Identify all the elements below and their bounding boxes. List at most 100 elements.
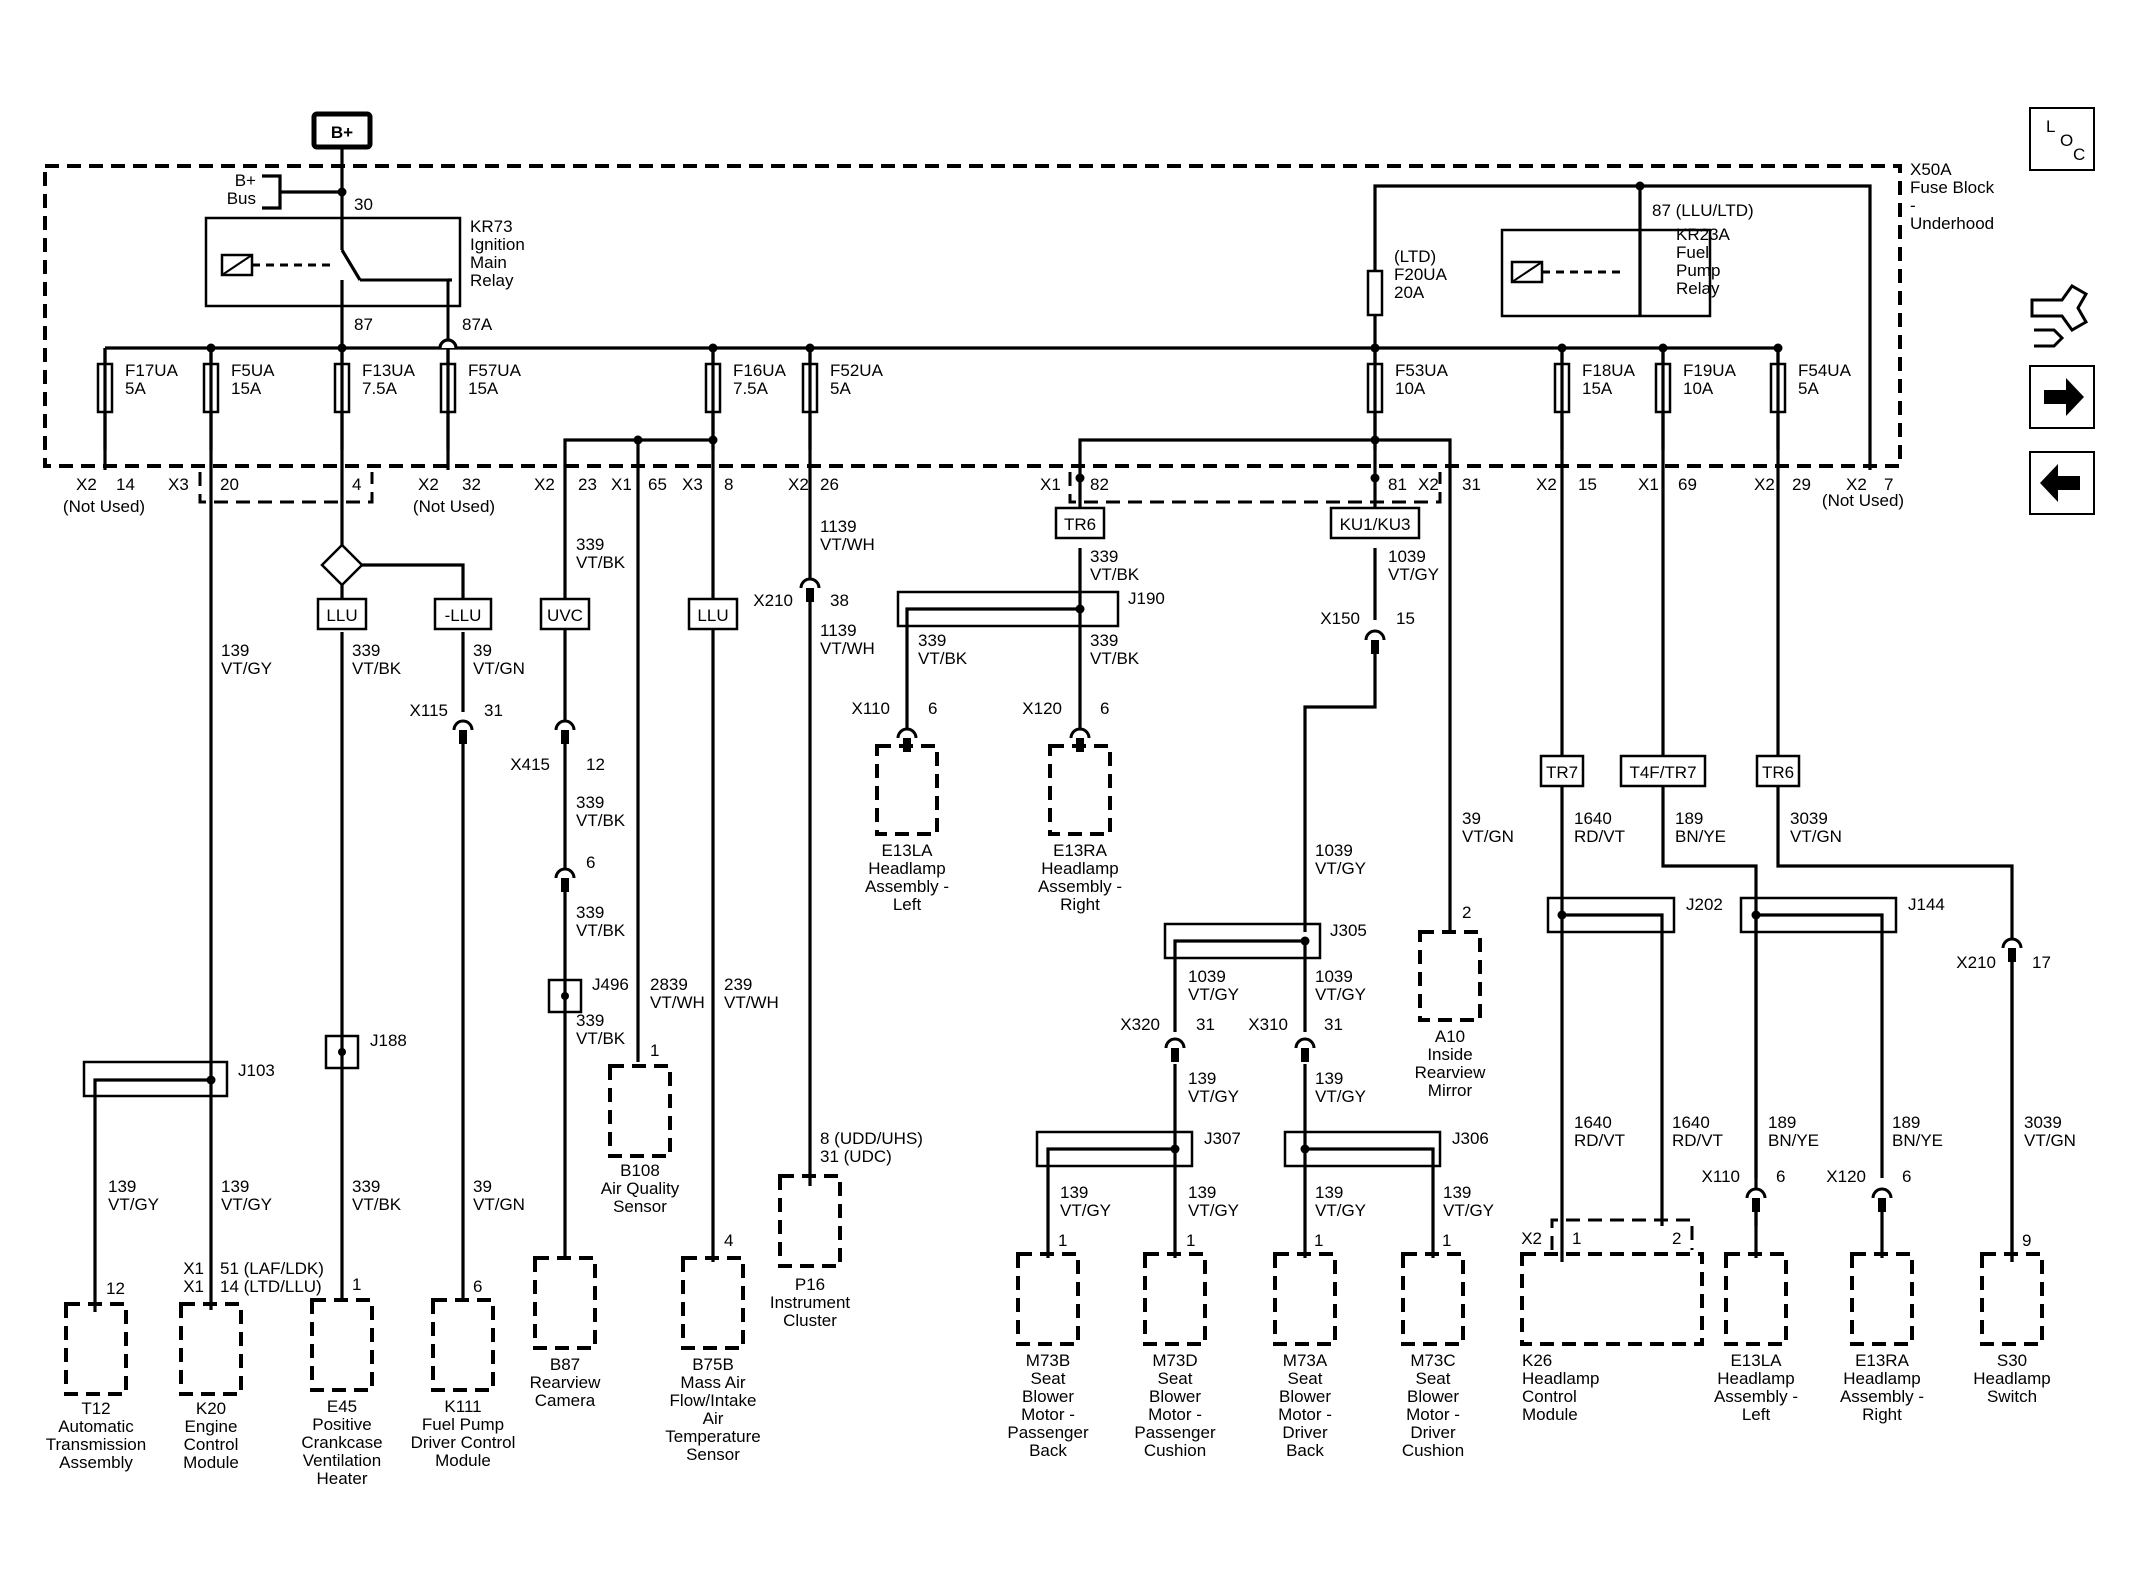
component-label: Positive [312,1415,372,1434]
component-label: Assembly - [1840,1387,1924,1406]
splice-label: J496 [592,975,629,994]
kr23a-pin-87: 87 (LLU/LTD) [1652,201,1754,220]
kr73-relay-box [204,216,462,308]
wire-label: 139 [1315,1183,1343,1202]
wire-label: 339 [1090,631,1118,650]
connector-label: X110 [852,699,890,718]
loc-button[interactable] [2029,107,2095,171]
wire-label: VT/WH [724,993,779,1012]
component-label: Module [183,1453,239,1472]
wire-label: 39 [1462,809,1481,828]
wire-label: 339 [576,535,604,554]
arrow-left-icon [2040,464,2080,502]
pin-label: 8 [724,475,733,494]
bplus-label: B+ [331,123,353,142]
component-label: Headlamp [1522,1369,1600,1388]
fuse-amp: 7.5A [362,379,398,398]
option-tag [539,597,591,631]
pin-label: 32 [462,475,481,494]
kr73-label-2: Ignition [470,235,525,254]
splice-label: J307 [1204,1129,1241,1148]
fuse-f20ua [1366,269,1384,317]
wire-label: 139 [1443,1183,1471,1202]
wire-label: 339 [576,793,604,812]
component-label: Headlamp [1843,1369,1921,1388]
component-label: Instrument [770,1293,851,1312]
wire-label: RD/VT [1574,1131,1625,1150]
connector-label: X320 [1120,1015,1160,1034]
component-label: Camera [535,1391,596,1410]
wire-label: VT/GY [221,1195,272,1214]
option-tag-label: TR6 [1064,515,1096,534]
pin-label: 15 [1578,475,1597,494]
option-tag-label: KU1/KU3 [1340,515,1411,534]
splice-label: J202 [1686,895,1723,914]
component-p16 [778,1174,842,1268]
wire-label: 3039 [1790,809,1828,828]
kr23a-label-2: Fuel [1676,243,1709,262]
component-label: M73D [1152,1351,1197,1370]
pin-label: 26 [820,475,839,494]
wire-label: 1039 [1388,547,1426,566]
option-tag [1539,754,1585,788]
wire-label: RD/VT [1672,1131,1723,1150]
component-e13ra2 [1850,1252,1914,1346]
connector-label: 6 [586,853,595,872]
pin-number: 1 [1058,1231,1067,1250]
component-e13la [875,744,939,836]
component-label: Headlamp [1973,1369,2051,1388]
splice-label: J144 [1908,895,1945,914]
wire-label: 1139 [820,517,857,536]
splice-label: J188 [370,1031,407,1050]
wire-label: RD/VT [1574,827,1625,846]
kr23a-label-3: Pump [1676,261,1720,280]
option-tag [316,597,368,631]
component-b108 [608,1064,672,1158]
connector-label: 38 [830,591,849,610]
kr73-pin-87: 87 [354,315,373,334]
wire-label: 339 [352,1177,380,1196]
splice-j496 [547,978,583,1014]
component-label: Seat [1031,1369,1066,1388]
component-label: K20 [196,1399,226,1418]
component-label: Back [1029,1441,1067,1460]
fuse-block-outline [43,164,1902,468]
option-tag [433,597,493,631]
component-label: Transmission [46,1435,146,1454]
wire-label: 1640 [1672,1113,1710,1132]
component-label: Cushion [1402,1441,1464,1460]
component-m73d [1143,1252,1207,1346]
connector-label: 31 [484,701,503,720]
pin-label: X2 [1754,475,1775,494]
wire-label: VT/BK [576,811,626,830]
wire-label: VT/GY [1315,985,1366,1004]
connector-label: 6 [1100,699,1109,718]
option-tag [1619,754,1707,788]
component-label: Mass Air [680,1373,746,1392]
fuse-name: F19UA [1683,361,1737,380]
splice-j144 [1739,896,1898,934]
component-label: Assembly [59,1453,133,1472]
component-label: Motor - [1148,1405,1202,1424]
component-label: Switch [1987,1387,2037,1406]
wire-label: VT/WH [820,535,875,554]
pin-label: X2 [1846,475,1867,494]
wire-label: VT/BK [1090,565,1140,584]
pin-label: 7 [1884,475,1893,494]
component-label: Sensor [613,1197,667,1216]
splice-label: J306 [1452,1129,1489,1148]
bus-label-2: Bus [227,189,256,208]
wire-label: VT/BK [918,649,968,668]
splice-j305 [1163,922,1322,960]
connector-label: 15 [1396,609,1415,628]
pin-label: 82 [1090,475,1109,494]
connector-label: X1 [183,1277,204,1296]
pin-label: X2 [788,475,809,494]
wire-label: 39 [473,1177,492,1196]
wire-label: VT/GY [1315,1201,1366,1220]
fuse-name: F5UA [231,361,275,380]
component-label: Cluster [783,1311,837,1330]
wire-label: 139 [1315,1069,1343,1088]
connector-tool-icon[interactable] [2030,284,2089,348]
